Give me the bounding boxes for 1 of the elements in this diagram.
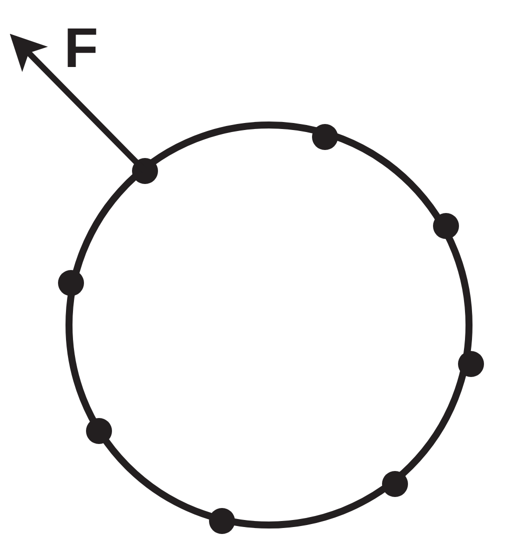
force-label: F (64, 20, 98, 76)
